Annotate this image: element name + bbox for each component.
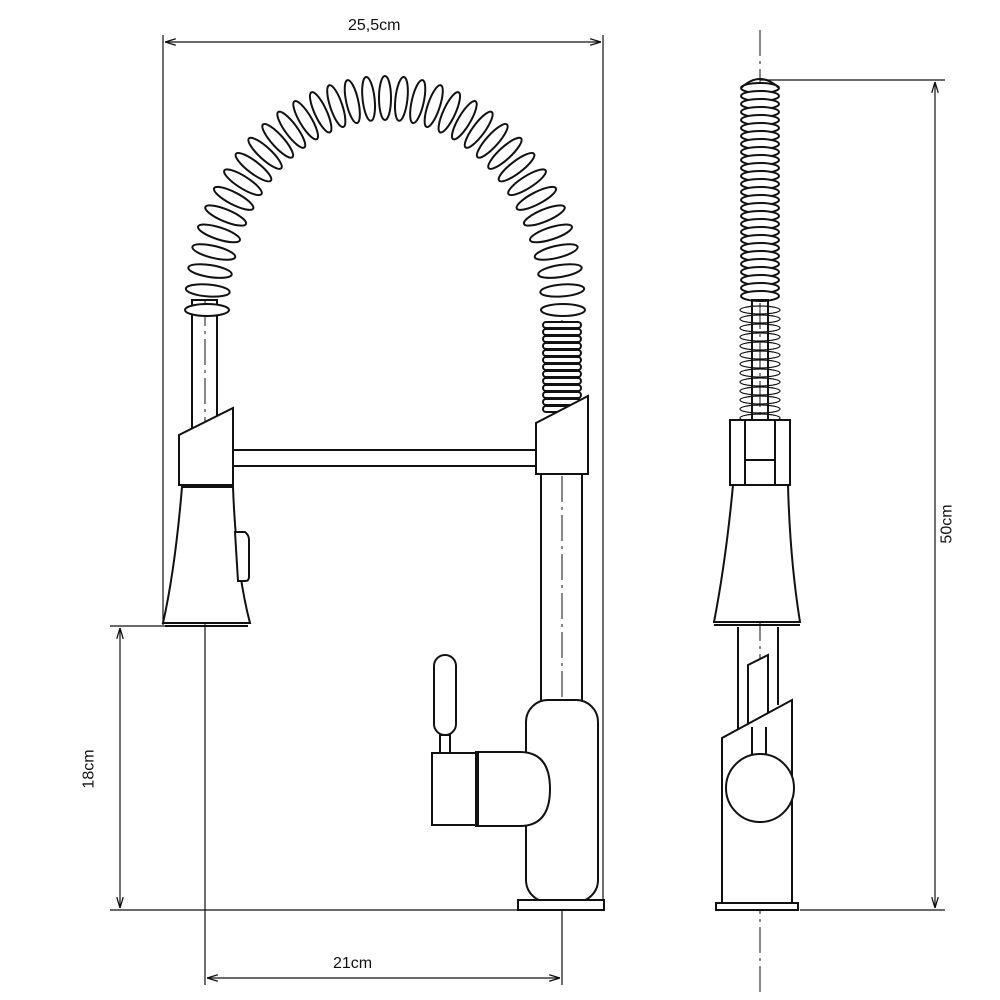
- spring-coil-side: [739, 78, 781, 423]
- coil-ring: [542, 349, 582, 357]
- coil-ring: [542, 356, 582, 364]
- spring-top: [740, 78, 780, 89]
- coil-ring: [739, 359, 781, 369]
- spring-coil: [393, 76, 409, 122]
- label-spout-reach: 21cm: [333, 955, 373, 972]
- coil-right: [542, 321, 582, 413]
- coil-ring: [739, 377, 781, 387]
- coil-ring: [739, 341, 781, 351]
- dimension-width: [162, 35, 604, 910]
- spring-coil: [540, 303, 586, 317]
- coil-ring: [542, 384, 582, 392]
- label-overall-width: 25,5cm: [348, 17, 401, 34]
- spring-coil: [437, 91, 462, 134]
- coil-ring: [739, 368, 781, 378]
- spring-coil: [261, 122, 295, 159]
- spring-coil: [533, 243, 579, 261]
- spring-coil: [515, 185, 558, 211]
- spring-coil: [308, 91, 333, 134]
- coil-ring: [542, 370, 582, 378]
- spring-coil: [507, 168, 547, 197]
- coil-ring: [542, 328, 582, 336]
- spring-coil: [537, 263, 583, 279]
- coil-ring: [739, 314, 781, 324]
- spring-coil: [234, 151, 273, 183]
- coil-ring: [739, 305, 781, 315]
- label-overall-height: 50cm: [938, 504, 956, 544]
- coil-ring: [739, 332, 781, 342]
- spring-coil: [487, 136, 523, 170]
- spring-coil: [197, 223, 242, 244]
- spring-coil: [223, 168, 263, 197]
- coil-ring: [739, 404, 781, 414]
- spring-coil: [191, 243, 237, 261]
- dimension-height: [760, 79, 945, 911]
- spring-coil: [497, 151, 536, 183]
- spring-coil: [247, 136, 283, 170]
- spring-coil: [522, 204, 566, 227]
- spring-coil: [343, 79, 361, 125]
- spring-coil: [361, 76, 377, 122]
- coil-ring: [542, 321, 582, 329]
- coil-ring: [739, 323, 781, 333]
- spring-coil: [528, 223, 573, 244]
- spring-coil-front: [184, 75, 586, 317]
- coil-ring: [739, 395, 781, 405]
- dimension-reach: [204, 625, 563, 985]
- side-view: [712, 30, 802, 995]
- spring-coil: [423, 84, 444, 129]
- spring-coil: [450, 100, 478, 141]
- spring-coil: [539, 283, 586, 298]
- spring-coil: [326, 84, 347, 129]
- coil-ring: [542, 377, 582, 385]
- spring-coil: [187, 263, 233, 279]
- spring-coil: [475, 122, 509, 159]
- coil-ring: [542, 391, 582, 399]
- front-view: [161, 75, 605, 911]
- coil-ring: [542, 342, 582, 350]
- spring-coil: [463, 110, 494, 149]
- coil-ring: [739, 386, 781, 396]
- coil-ring: [739, 350, 781, 360]
- spring-coil: [212, 185, 255, 211]
- spring-coil: [204, 204, 248, 227]
- spring-coil: [276, 110, 307, 149]
- coil-ring: [542, 363, 582, 371]
- spring-coil: [409, 79, 427, 125]
- spring-coil: [292, 100, 320, 141]
- spring-coil: [378, 75, 392, 121]
- spring-coil: [184, 283, 231, 298]
- label-spout-height: 18cm: [80, 749, 98, 789]
- spring-coil: [184, 303, 230, 317]
- coil-ring: [542, 335, 582, 343]
